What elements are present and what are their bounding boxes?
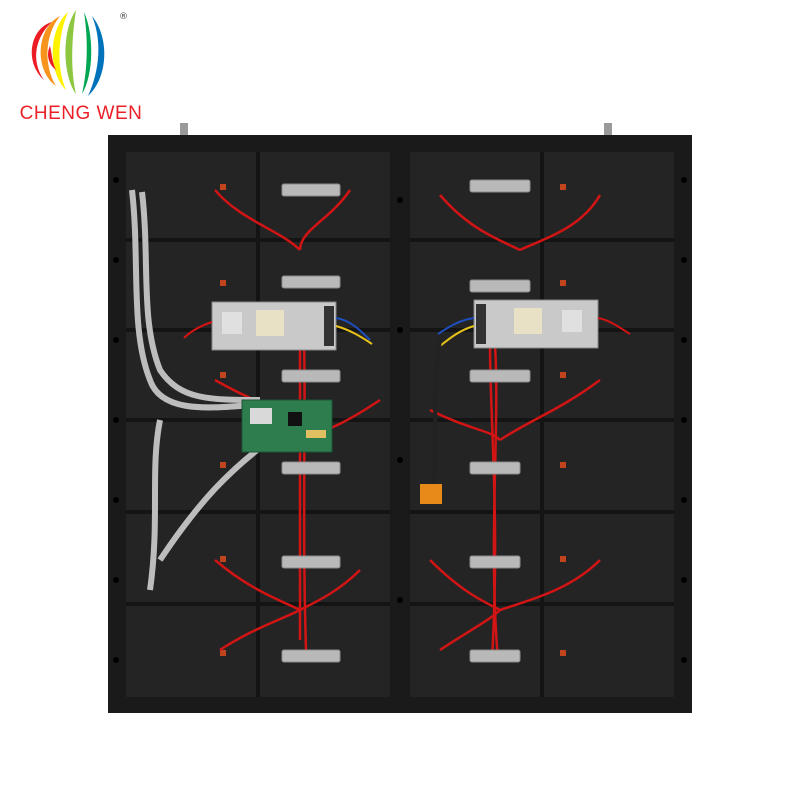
ribbon-bridges <box>281 179 531 663</box>
mount-bracket-right <box>604 123 612 137</box>
psu-wires <box>183 317 631 347</box>
receiving-card <box>241 399 333 453</box>
power-input-connector <box>420 339 442 504</box>
registered-mark: ® <box>119 12 128 22</box>
logo-swirl-icon <box>31 10 105 96</box>
module-grid <box>126 152 674 697</box>
power-supply-left <box>211 301 337 351</box>
frame-holes <box>113 177 687 663</box>
center-divider <box>390 135 410 713</box>
power-supply-right <box>473 299 599 349</box>
brand-logo: ® CHENG WEN <box>0 0 160 135</box>
brand-name: CHENG WEN <box>19 103 143 124</box>
power-cables <box>214 189 602 661</box>
mount-bracket-left <box>180 123 188 137</box>
